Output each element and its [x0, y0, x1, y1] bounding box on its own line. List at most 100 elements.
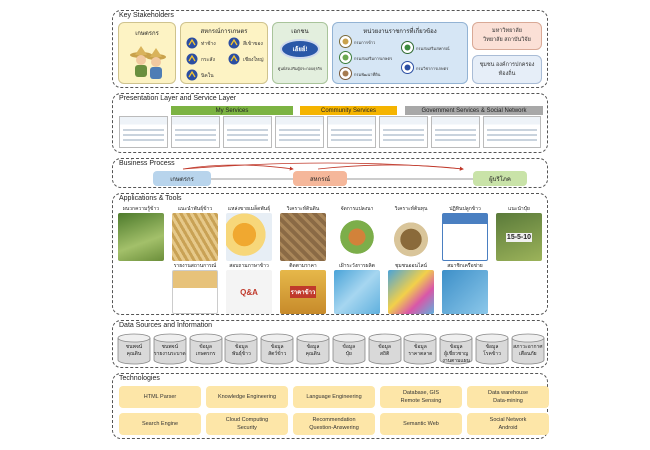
tab-my-services[interactable]: My Services — [171, 106, 293, 115]
gov-item: กรมการข้าว — [354, 40, 376, 45]
tool-label: แนะนำพันธุ์ข้าว — [177, 206, 213, 212]
tech-knowledge-engineering[interactable]: Knowledge Engineering — [206, 386, 288, 408]
farmer-label: เกษตรกร — [135, 31, 159, 37]
tool-label: ติดตามราคา — [289, 263, 317, 269]
coop-logo-icon — [186, 53, 198, 65]
database-icon — [368, 333, 401, 365]
fertilizer-recommend-tool[interactable]: 15-5-10 — [496, 213, 542, 261]
planting-calendar-tool[interactable] — [442, 213, 488, 261]
gov-item: กรมพัฒนาที่ดิน — [354, 72, 381, 77]
database-cylinder: ข้อมูล ราคาตลาด — [403, 333, 437, 365]
tool-label: แนะนำปุ๋ย — [508, 206, 530, 212]
database-label: ข้อมูล ผู้เชี่ยวชาญ งานตามแผน — [442, 344, 470, 364]
database-cylinder: ข้อมูล เกษตรกร — [189, 333, 223, 365]
presentation-layer: Presentation Layer and Service Layer My … — [112, 93, 548, 153]
tech-search-engine[interactable]: Search Engine — [119, 413, 201, 435]
rice-knowledge-tool[interactable] — [118, 213, 164, 261]
technologies-layer: Technologies HTML Parser Knowledge Engin… — [112, 373, 549, 439]
tab-government-services[interactable]: Government Services & Social Network — [405, 106, 543, 115]
layer-title: Business Process — [119, 160, 175, 167]
network-member-tool[interactable] — [442, 270, 488, 314]
service-screenshot — [431, 116, 480, 148]
private-logo-text: เฮ้ยย์! — [292, 47, 308, 53]
cost-analysis-tool[interactable] — [388, 213, 434, 261]
tech-social-network[interactable]: Social Network Android — [467, 413, 549, 435]
situation-report-tool[interactable] — [172, 270, 218, 314]
price-badge: ราคาข้าว — [289, 286, 317, 298]
database-cylinder: ข้อมูล สัตว์ข้าว — [260, 333, 294, 365]
government-box: หน่วยงานราชการที่เกี่ยวข้อง กรมการข้าว ก… — [332, 22, 468, 84]
tool-label: วิเคราะห์ดินดิน — [286, 206, 320, 212]
coop-logo-icon — [186, 37, 198, 49]
layer-title: Applications & Tools — [119, 195, 182, 202]
process-node-farmer[interactable]: เกษตรกร — [153, 171, 211, 186]
service-screenshot — [275, 116, 324, 148]
tech-language-engineering[interactable]: Language Engineering — [293, 386, 375, 408]
coop-logo-icon — [228, 37, 240, 49]
soil-analysis-tool[interactable] — [280, 213, 326, 261]
database-cylinder: ข้อมูล สถิติ — [368, 333, 402, 365]
database-label: สภาวะอากาศ เตือนภัย — [513, 344, 543, 357]
rice-variety-tool[interactable] — [172, 213, 218, 261]
database-icon — [189, 333, 222, 365]
database-cylinder: ข้อมูล คุณดิน — [296, 333, 330, 365]
database-icon — [511, 333, 545, 365]
gov-item: กรมส่งเสริมการเกษตร — [354, 56, 393, 61]
database-cylinder: ข้อมูล ปุ๋ย — [332, 333, 366, 365]
gov-seal-icon — [339, 67, 352, 80]
tool-label: วิเคราะห์ต้นทุน — [394, 206, 428, 212]
seed-source-map-tool[interactable] — [226, 213, 272, 261]
database-label: ข้อมูล พันธุ์ข้าว — [231, 344, 251, 357]
database-label: ชนพจน์ คุณดิน — [125, 344, 143, 357]
layer-title: Data Sources and Information — [119, 322, 212, 329]
process-arrows — [182, 162, 473, 180]
tech-html-parser[interactable]: HTML Parser — [119, 386, 201, 408]
process-node-consumer[interactable]: ผู้บริโภค — [473, 171, 527, 186]
online-community-tool[interactable] — [388, 270, 434, 314]
tab-community-services[interactable]: Community Services — [300, 106, 397, 115]
database-icon — [117, 333, 151, 365]
production-monitor-tool[interactable] — [334, 270, 380, 314]
tech-recommendation[interactable]: Recommendation Question-Answering — [293, 413, 375, 435]
private-sector-title: เอกชน — [291, 29, 309, 35]
tech-semantic-web[interactable]: Semantic Web — [380, 413, 462, 435]
cooperative-title: สหกรณ์การเกษตร — [200, 29, 248, 35]
tool-label: สมาชิกเครือข่าย — [447, 263, 483, 269]
farmer-icon — [130, 46, 166, 79]
service-screenshot — [223, 116, 272, 148]
cooperative-box: สหกรณ์การเกษตร ท่าช้าง สีเข้าของ กระสัง … — [180, 22, 268, 84]
layer-title: Presentation Layer and Service Layer — [119, 95, 237, 102]
price-tracking-tool[interactable]: ราคาข้าว — [280, 270, 326, 314]
coop-item: เชียงใหญ่ — [243, 57, 264, 63]
gov-item: กรมส่งเสริมสหกรณ์ — [416, 46, 450, 51]
coop-item: นิคใน — [201, 73, 214, 79]
layer-title: Technologies — [119, 375, 160, 382]
private-sector-box: เอกชน เฮ้ยย์! ศูนย์ส่งเสริมผู้ประกอบธุรก… — [272, 22, 328, 84]
database-icon — [403, 333, 437, 365]
community-label: ชุมชน องค์การปกครอง ท้องถิ่น — [479, 61, 535, 77]
tool-label: สอบถามภาษาข้าว — [229, 263, 269, 269]
database-icon — [332, 333, 366, 365]
tech-cloud-computing[interactable]: Cloud Computing Security — [206, 413, 288, 435]
tech-data-warehouse[interactable]: Data warehouse Data-mining — [467, 386, 549, 408]
tool-label: เฝ้าระวังการผลิต — [339, 263, 375, 269]
gov-seal-icon — [401, 41, 414, 54]
service-screenshot — [483, 116, 541, 148]
database-cylinder: ชนพจน์ รายงานระบาด — [153, 333, 187, 365]
private-logo-icon: เฮ้ยย์! — [280, 39, 320, 59]
database-icon — [224, 333, 258, 365]
database-label: ข้อมูล ราคาตลาด — [408, 344, 433, 357]
rice-qa-tool[interactable]: Q&A — [226, 270, 272, 314]
community-box: ชุมชน องค์การปกครอง ท้องถิ่น — [472, 55, 542, 84]
process-node-coop[interactable]: สหกรณ์ — [293, 171, 347, 186]
key-stakeholders-layer: Key Stakeholders เกษตรกร สหกรณ์การเกษตร … — [112, 10, 548, 88]
service-screenshot — [327, 116, 376, 148]
private-caption: ศูนย์ส่งเสริมผู้ประกอบธุรกิจ — [277, 67, 323, 71]
fertilizer-formula: 15-5-10 — [505, 232, 533, 242]
tech-database-gis[interactable]: Database, GIS Remote Sensing — [380, 386, 462, 408]
database-icon — [439, 333, 473, 365]
database-cylinder: ข้อมูล ผู้เชี่ยวชาญ งานตามแผน — [439, 333, 473, 365]
business-process-layer: Business Process เกษตรกร สหกรณ์ ผู้บริโภ… — [112, 158, 548, 188]
tool-label: จัดการแปลงนา — [340, 206, 374, 212]
field-management-tool[interactable] — [334, 213, 380, 261]
